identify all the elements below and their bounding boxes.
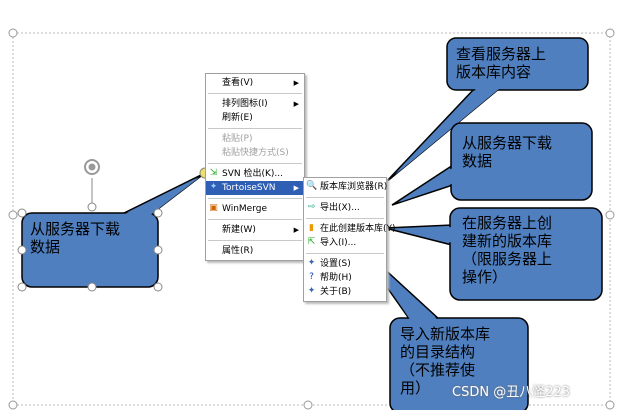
menu-item-view[interactable]: 查看(V) ▶ <box>206 76 304 90</box>
export-icon: ⇨ <box>307 202 316 212</box>
separator <box>306 218 384 219</box>
line: 从服务器下载 <box>462 134 553 152</box>
search-icon: 🔍 <box>306 181 318 191</box>
label: 版本库浏览器(R) <box>320 182 388 192</box>
submenu-item-create-repo[interactable]: ▮ 在此创建版本库(Y) <box>304 222 396 236</box>
line: 版本库内容 <box>456 63 532 81</box>
menu-item-tortoisesvn[interactable]: ✦ TortoiseSVN ▶ <box>206 181 304 195</box>
menu-item-properties[interactable]: 属性(R) <box>206 244 304 258</box>
separator <box>306 197 384 198</box>
callout-export-shape[interactable] <box>391 122 593 206</box>
separator <box>208 128 302 129</box>
line: 数据 <box>30 238 61 256</box>
rotate-handle-icon[interactable] <box>84 159 100 175</box>
menu-item-new[interactable]: 新建(W) ▶ <box>206 223 304 237</box>
label: 新建(W) <box>222 225 256 235</box>
separator <box>208 198 302 199</box>
line: 建新的版本库 <box>462 232 553 250</box>
line: （限服务器上 <box>462 250 553 268</box>
label: 排列图标(I) <box>222 99 268 109</box>
import-icon: ⇱ <box>307 237 316 247</box>
callout-left-text: 从服务器下载数据 <box>30 220 120 256</box>
line: （不推荐使 <box>400 361 476 379</box>
chevron-right-icon: ▶ <box>293 100 299 108</box>
line: 导入新版本库 <box>400 325 491 343</box>
menu-item-svn-checkout[interactable]: ⇲ SVN 检出(K)... <box>206 167 304 181</box>
line: 从服务器下载 <box>30 220 121 238</box>
submenu-item-export[interactable]: ⇨ 导出(X)... <box>304 201 386 215</box>
separator <box>306 253 384 254</box>
label: 在此创建版本库(Y) <box>320 224 396 234</box>
line: 在服务器上创 <box>462 214 553 232</box>
label: SVN 检出(K)... <box>222 169 283 179</box>
callout-browser-text: 查看服务器上版本库内容 <box>456 45 546 81</box>
label: 设置(S) <box>320 259 351 269</box>
tortoisesvn-icon: ✦ <box>209 182 218 192</box>
menu-item-winmerge[interactable]: ▣ WinMerge <box>206 202 304 216</box>
watermark: CSDN @丑八怪223 <box>452 385 571 400</box>
label: TortoiseSVN <box>222 183 276 193</box>
separator <box>208 219 302 220</box>
context-menu: 查看(V) ▶ 排列图标(I) ▶ 刷新(E) 粘贴(P) 粘贴快捷方式(S) ⇲ S… <box>205 73 305 261</box>
submenu-item-import[interactable]: ⇱ 导入(I)... <box>304 236 386 250</box>
submenu-item-settings[interactable]: ✦ 设置(S) <box>304 257 386 271</box>
line: 操作） <box>462 268 508 286</box>
menu-item-refresh[interactable]: 刷新(E) <box>206 111 304 125</box>
about-icon: ✦ <box>307 286 316 296</box>
tortoisesvn-submenu: 🔍版本库浏览器(R) ⇨ 导出(X)... ▮ 在此创建版本库(Y) ⇱ 导入(I).… <box>303 177 396 302</box>
winmerge-icon: ▣ <box>209 203 218 213</box>
callout-left-shape[interactable] <box>21 172 206 288</box>
settings-icon: ✦ <box>307 258 316 268</box>
menu-item-arrange-icons[interactable]: 排列图标(I) ▶ <box>206 97 304 111</box>
chevron-right-icon: ▶ <box>293 184 299 192</box>
separator <box>208 93 302 94</box>
svn-checkout-icon: ⇲ <box>209 168 218 178</box>
separator <box>208 163 302 164</box>
callout-export-text: 从服务器下载数据 <box>462 134 552 170</box>
line: 用） <box>400 379 431 397</box>
chevron-right-icon: ▶ <box>293 79 299 87</box>
separator <box>208 240 302 241</box>
callout-create-shape[interactable] <box>384 207 603 301</box>
menu-item-paste-shortcut[interactable]: 粘贴快捷方式(S) <box>206 146 304 160</box>
label: 粘贴(P) <box>222 134 253 144</box>
callout-create-text: 在服务器上创建新的版本库（限服务器上操作） <box>462 214 552 286</box>
label: 刷新(E) <box>222 113 253 123</box>
help-icon: ? <box>309 272 314 282</box>
frame-handles[interactable] <box>8 28 615 410</box>
submenu-item-repo-browser[interactable]: 🔍版本库浏览器(R) <box>304 180 388 194</box>
chevron-right-icon: ▶ <box>293 226 299 234</box>
label: WinMerge <box>222 204 267 214</box>
callout-import-text: 导入新版本库的目录结构（不推荐使用） <box>400 325 490 397</box>
repo-icon: ▮ <box>309 223 314 233</box>
line: 数据 <box>462 152 493 170</box>
label: 导出(X)... <box>320 203 360 213</box>
label: 粘贴快捷方式(S) <box>222 148 289 158</box>
submenu-item-help[interactable]: ? 帮助(H) <box>304 271 386 285</box>
label: 导入(I)... <box>320 238 357 248</box>
submenu-item-about[interactable]: ✦ 关于(B) <box>304 285 386 299</box>
label: 属性(R) <box>222 246 254 256</box>
label: 关于(B) <box>320 287 352 297</box>
menu-item-paste[interactable]: 粘贴(P) <box>206 132 304 146</box>
line: 查看服务器上 <box>456 45 547 63</box>
label: 帮助(H) <box>320 273 352 283</box>
label: 查看(V) <box>222 78 254 88</box>
callout-browser-shape[interactable] <box>384 37 589 184</box>
line: 的目录结构 <box>400 343 476 361</box>
